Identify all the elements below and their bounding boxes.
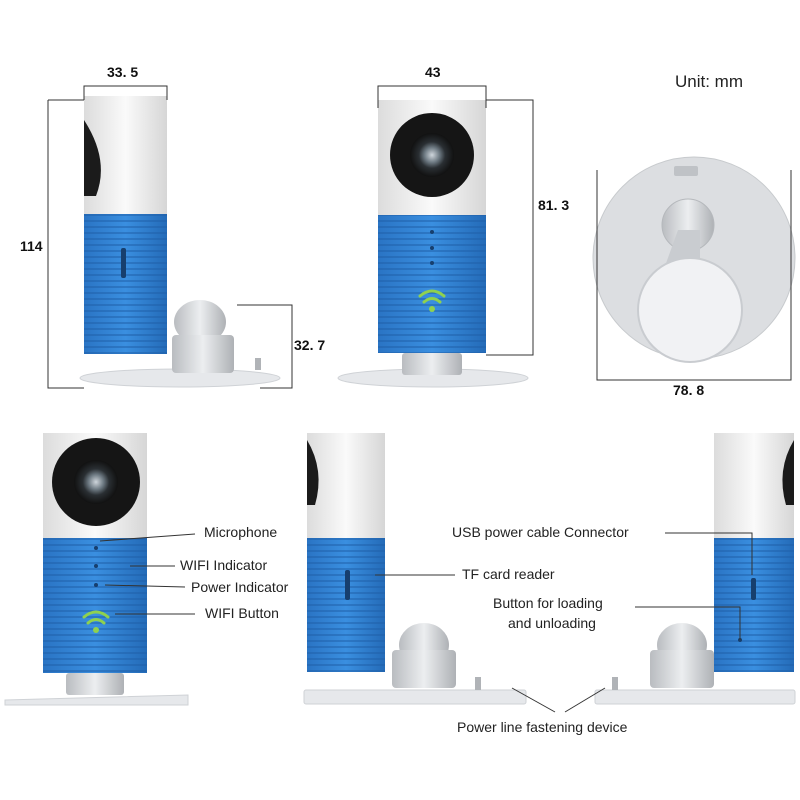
side-view-camera [79,96,281,388]
dimension-front-width: 43 [425,64,441,80]
front-view-camera [337,100,529,388]
callout-lines [99,532,753,713]
callout-wifi-button: WIFI Button [205,605,279,621]
dimension-lines-top [47,85,792,389]
callout-power-line-device: Power line fastening device [457,719,628,735]
callout-microphone: Microphone [204,524,278,540]
unit-label: Unit: mm [675,72,743,91]
dimension-base-height: 32. 7 [294,337,326,353]
base-view [592,156,796,363]
callout-wifi-indicator: WIFI Indicator [180,557,268,573]
dimension-base-diameter: 78. 8 [673,382,705,398]
callout-power-indicator: Power Indicator [191,579,289,595]
front-view-annotated [4,433,189,706]
back-view-annotated [594,433,796,705]
dimension-side-width: 33. 5 [107,64,139,80]
callout-load-button-line1: Button for loading [493,595,603,611]
callout-usb-connector: USB power cable Connector [452,524,629,540]
side-view-annotated [303,433,527,705]
callout-load-button-line2: and unloading [508,615,596,631]
callout-tf-card-reader: TF card reader [462,566,555,582]
dimension-front-height: 81. 3 [538,197,570,213]
dimension-side-height: 114 [20,238,43,254]
